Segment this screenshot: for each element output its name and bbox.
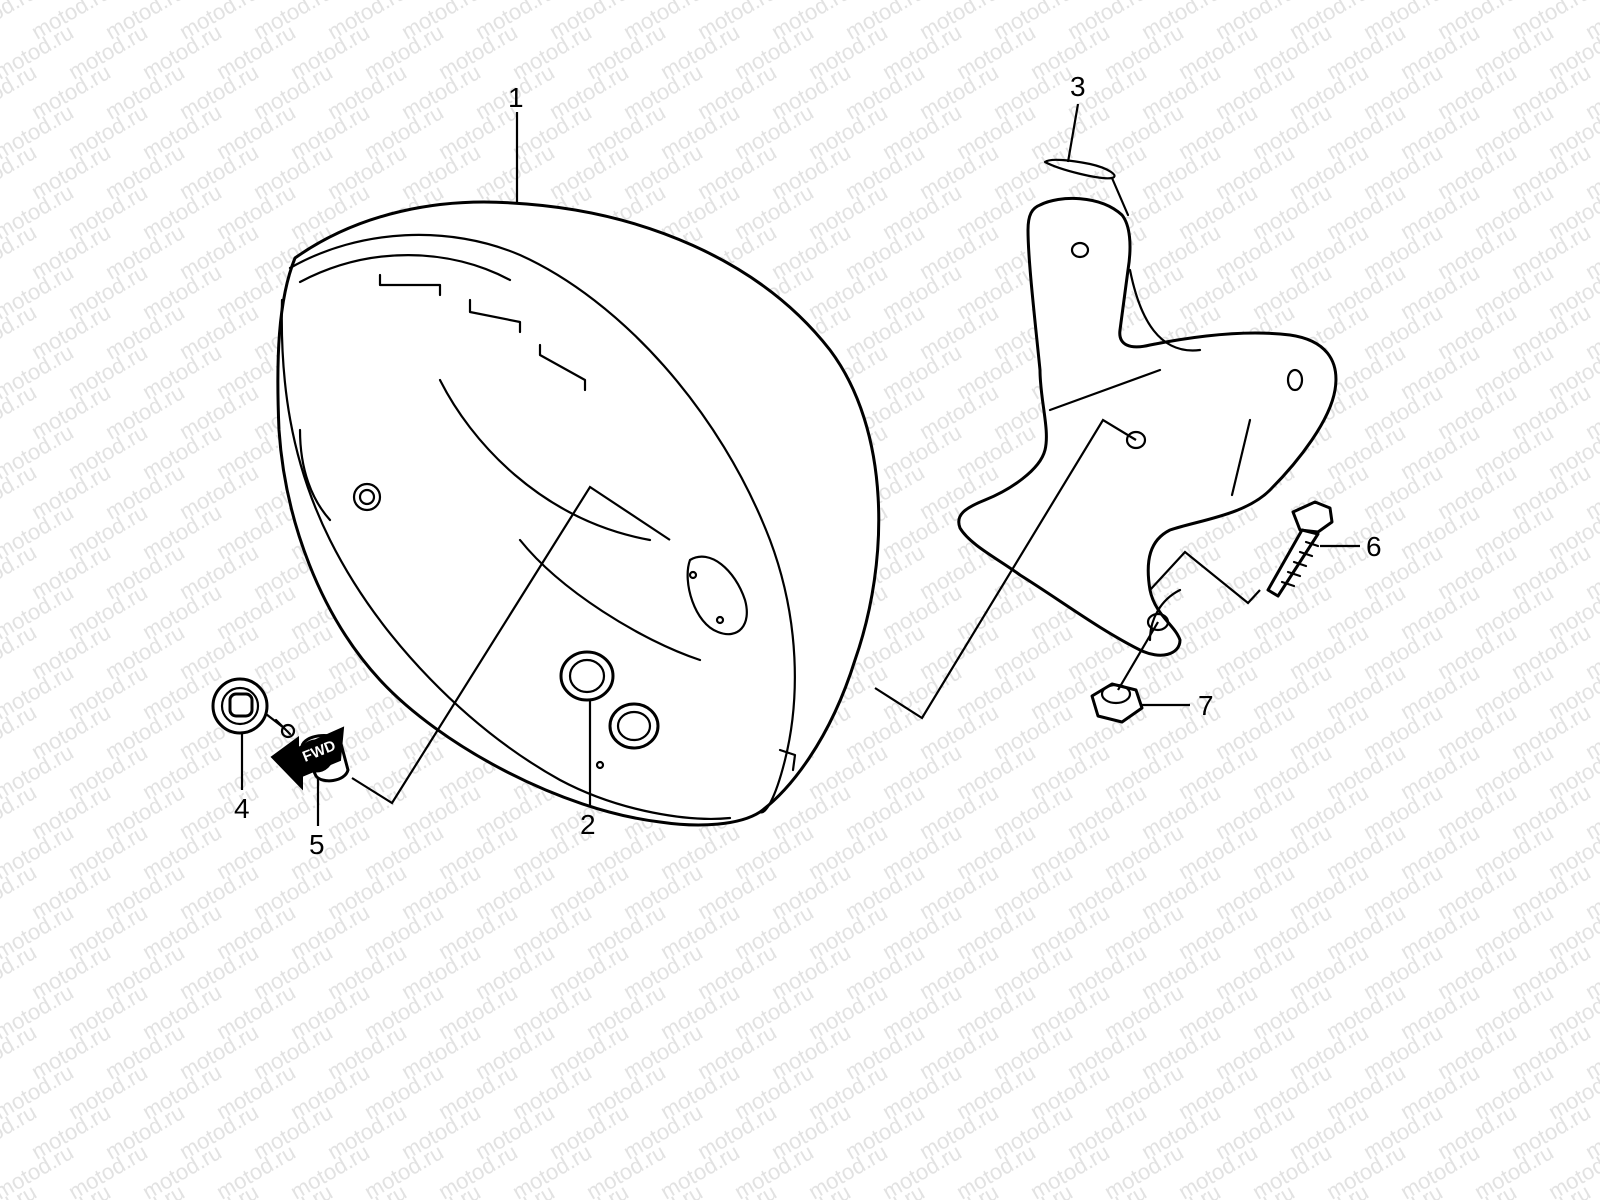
- callout-1: 1: [508, 82, 524, 113]
- callout-4: 4: [234, 793, 250, 824]
- callout-2: 2: [580, 809, 596, 840]
- callout-5: 5: [309, 829, 325, 860]
- callout-7: 7: [1198, 690, 1214, 721]
- callout-6: 6: [1366, 531, 1382, 562]
- callout-3: 3: [1070, 71, 1086, 102]
